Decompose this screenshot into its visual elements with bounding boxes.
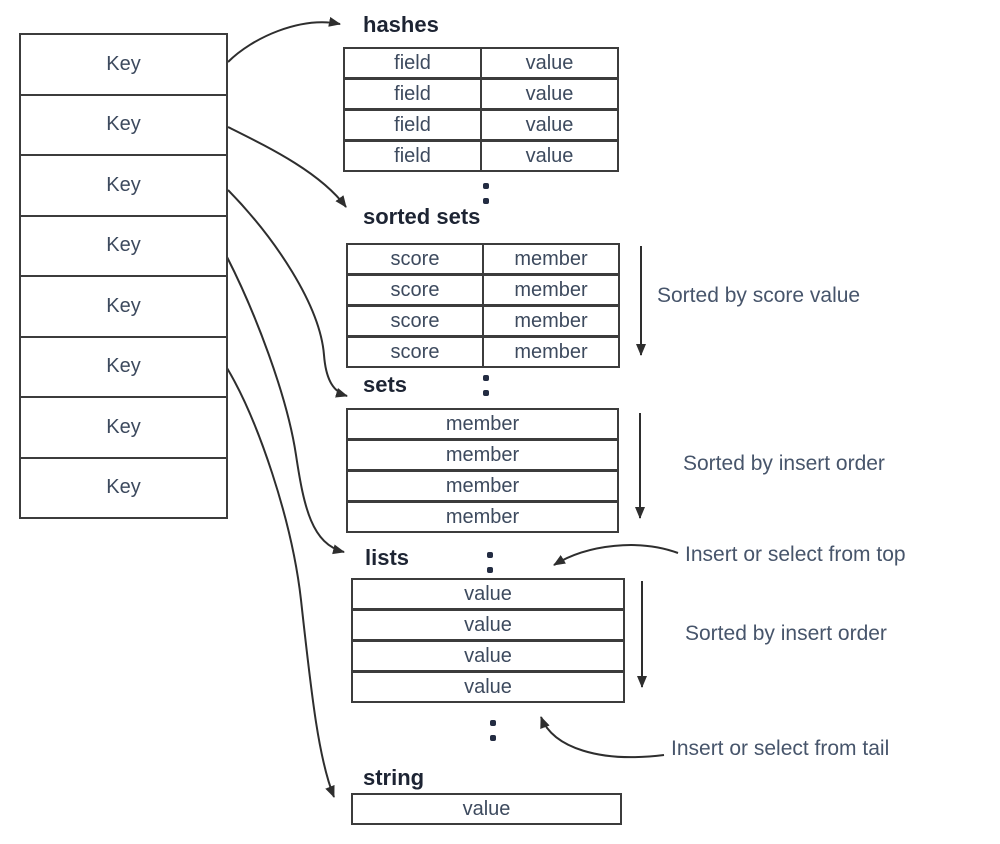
string-box: value bbox=[351, 793, 622, 825]
key-cell: Key bbox=[21, 35, 226, 96]
table-row: member bbox=[346, 408, 619, 440]
sorted-sets-table: score member score member score member s… bbox=[346, 243, 620, 368]
table-row: score member bbox=[346, 274, 620, 306]
table-cell: field bbox=[345, 111, 482, 139]
arrow-key4-to-lists bbox=[226, 256, 345, 555]
table-row: score member bbox=[346, 243, 620, 275]
table-cell: score bbox=[348, 307, 484, 335]
sets-table: member member member member bbox=[346, 408, 619, 533]
arrow-key6-to-string bbox=[226, 367, 335, 798]
table-cell: value bbox=[525, 113, 574, 136]
vertical-ellipsis-icon bbox=[487, 552, 493, 573]
table-row: value bbox=[351, 793, 622, 825]
vertical-ellipsis-icon bbox=[483, 183, 489, 204]
curved-arrow-insert-top bbox=[553, 544, 679, 566]
table-row: member bbox=[346, 470, 619, 502]
table-cell: score bbox=[348, 245, 484, 273]
vertical-ellipsis-icon bbox=[490, 720, 496, 741]
sets-annotation: Sorted by insert order bbox=[683, 452, 885, 475]
table-cell: value bbox=[464, 582, 512, 605]
table-row: value bbox=[351, 578, 625, 610]
hashes-table: field value field value field value fiel… bbox=[343, 47, 619, 172]
table-cell: member bbox=[514, 278, 588, 301]
table-cell: value bbox=[525, 144, 574, 167]
key-cell: Key bbox=[21, 96, 226, 156]
table-cell: field bbox=[345, 49, 482, 77]
key-cell: Key bbox=[21, 277, 226, 338]
table-cell: value bbox=[525, 51, 574, 74]
string-title: string bbox=[363, 765, 425, 790]
table-cell: member bbox=[445, 505, 520, 528]
table-row: value bbox=[351, 671, 625, 703]
table-row: field value bbox=[343, 47, 619, 79]
table-cell: score bbox=[348, 338, 484, 366]
lists-tail-label: Insert or select from tail bbox=[671, 737, 890, 760]
table-cell: value bbox=[464, 613, 512, 636]
vertical-ellipsis-icon bbox=[483, 375, 489, 396]
table-row: field value bbox=[343, 140, 619, 172]
lists-top-label: Insert or select from top bbox=[685, 543, 906, 566]
key-cell: Key bbox=[21, 217, 226, 277]
table-cell: member bbox=[514, 340, 588, 363]
arrow-key2-to-sorted-sets bbox=[227, 126, 347, 208]
table-cell: member bbox=[445, 412, 520, 435]
table-row: field value bbox=[343, 78, 619, 110]
sets-title: sets bbox=[363, 372, 408, 397]
sorted-sets-annotation: Sorted by score value bbox=[657, 284, 861, 307]
table-cell: score bbox=[348, 276, 484, 304]
table-row: score member bbox=[346, 305, 620, 337]
curved-arrow-insert-tail bbox=[540, 716, 665, 759]
table-cell: value bbox=[525, 82, 574, 105]
table-cell: member bbox=[445, 474, 520, 497]
key-cell: Key bbox=[21, 398, 226, 459]
key-cell: Key bbox=[21, 338, 226, 398]
arrow-key1-to-hashes bbox=[227, 16, 341, 63]
table-cell: member bbox=[445, 443, 520, 466]
key-cell: Key bbox=[21, 156, 226, 217]
table-row: value bbox=[351, 640, 625, 672]
table-cell: member bbox=[514, 309, 588, 332]
table-cell: value bbox=[464, 675, 512, 698]
table-row: member bbox=[346, 439, 619, 471]
table-cell: value bbox=[464, 644, 512, 667]
table-row: member bbox=[346, 501, 619, 533]
table-cell: field bbox=[345, 80, 482, 108]
key-column: Key Key Key Key Key Key Key Key bbox=[19, 33, 228, 519]
hashes-title: hashes bbox=[363, 12, 439, 37]
sorted-sets-title: sorted sets bbox=[363, 204, 481, 229]
arrow-key3-to-sets bbox=[227, 189, 348, 398]
table-row: value bbox=[351, 609, 625, 641]
table-cell: field bbox=[345, 142, 482, 170]
table-row: field value bbox=[343, 109, 619, 141]
key-cell: Key bbox=[106, 476, 141, 499]
table-cell: member bbox=[514, 247, 588, 270]
lists-table: value value value value bbox=[351, 578, 625, 703]
table-row: score member bbox=[346, 336, 620, 368]
table-cell: value bbox=[462, 797, 511, 820]
lists-annotation: Sorted by insert order bbox=[685, 622, 887, 645]
lists-title: lists bbox=[365, 545, 410, 570]
